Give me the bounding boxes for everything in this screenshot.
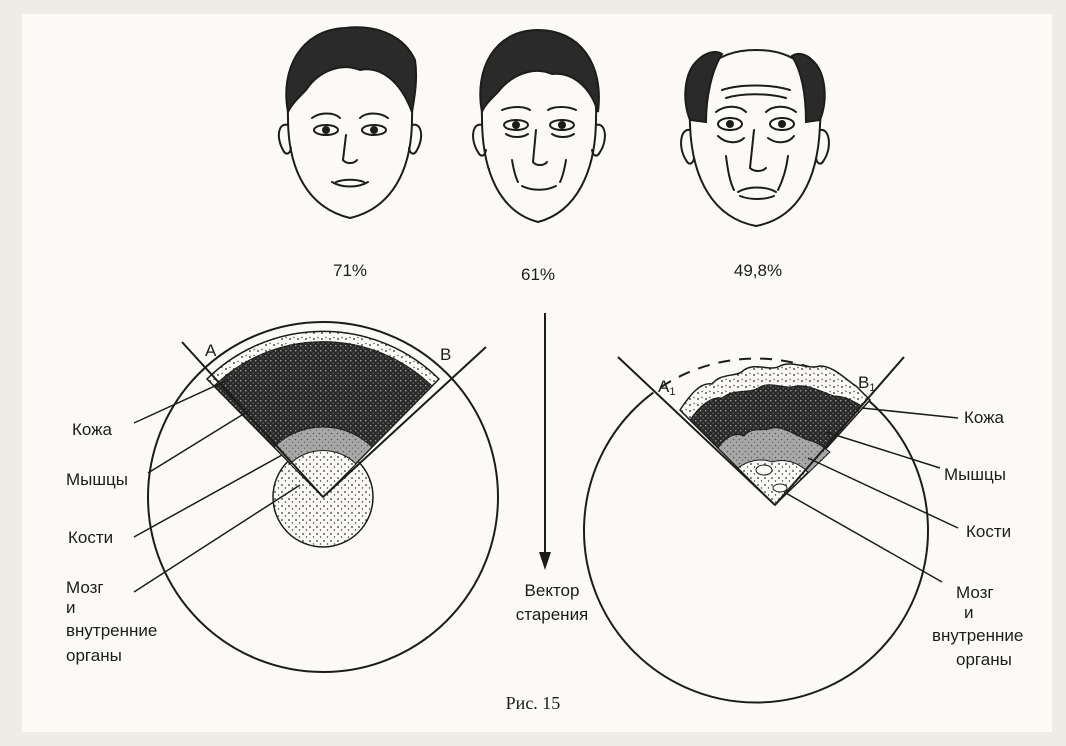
- left-leader-muscle: [148, 410, 250, 473]
- left-label-internal: внутренние: [66, 621, 157, 640]
- face-middle: [473, 30, 605, 222]
- left-label-muscle: Мышцы: [66, 470, 128, 489]
- left-label-brain: Мозг: [66, 578, 104, 597]
- left-leader-brain: [134, 485, 300, 592]
- right-leader-muscle: [826, 432, 940, 468]
- left-point-b: B: [440, 345, 451, 364]
- right-point-b: B1: [858, 373, 875, 394]
- right-diagram: A1 B1 Кожа Мышцы Кости Мозг и внутренние…: [584, 357, 1023, 703]
- aging-vector: Вектор старения: [516, 313, 589, 624]
- right-label-muscle: Мышцы: [944, 465, 1006, 484]
- left-label-bone: Кости: [68, 528, 113, 547]
- right-point-a: A1: [658, 377, 675, 398]
- percent-young: 71%: [333, 261, 367, 280]
- right-label-bone: Кости: [966, 522, 1011, 541]
- right-label-internal: внутренние: [932, 626, 1023, 645]
- face-old: [681, 50, 829, 226]
- face-young: [279, 27, 421, 218]
- percent-old: 49,8%: [734, 261, 782, 280]
- right-brain-wedge: [738, 460, 808, 505]
- right-leader-skin: [862, 408, 958, 418]
- left-point-a: A: [205, 341, 217, 360]
- right-leader-bone: [808, 458, 958, 528]
- vector-arrowhead: [539, 552, 551, 570]
- left-label-and: и: [66, 598, 76, 617]
- vector-label-line2: старения: [516, 605, 589, 624]
- left-diagram: A B Кожа Мышцы Кости Мозг и внутренние о…: [66, 322, 498, 672]
- right-brain-spot: [773, 484, 787, 492]
- right-brain-spot: [756, 465, 772, 475]
- right-label-skin: Кожа: [964, 408, 1005, 427]
- right-label-and: и: [964, 603, 974, 622]
- left-label-organs: органы: [66, 646, 122, 665]
- vector-label-line1: Вектор: [525, 581, 580, 600]
- right-label-organs: органы: [956, 650, 1012, 669]
- right-label-brain: Мозг: [956, 583, 994, 602]
- right-leader-brain: [784, 492, 942, 582]
- left-leader-skin: [134, 380, 228, 423]
- figure-caption: Рис. 15: [506, 693, 561, 713]
- left-label-skin: Кожа: [72, 420, 113, 439]
- percent-middle: 61%: [521, 265, 555, 284]
